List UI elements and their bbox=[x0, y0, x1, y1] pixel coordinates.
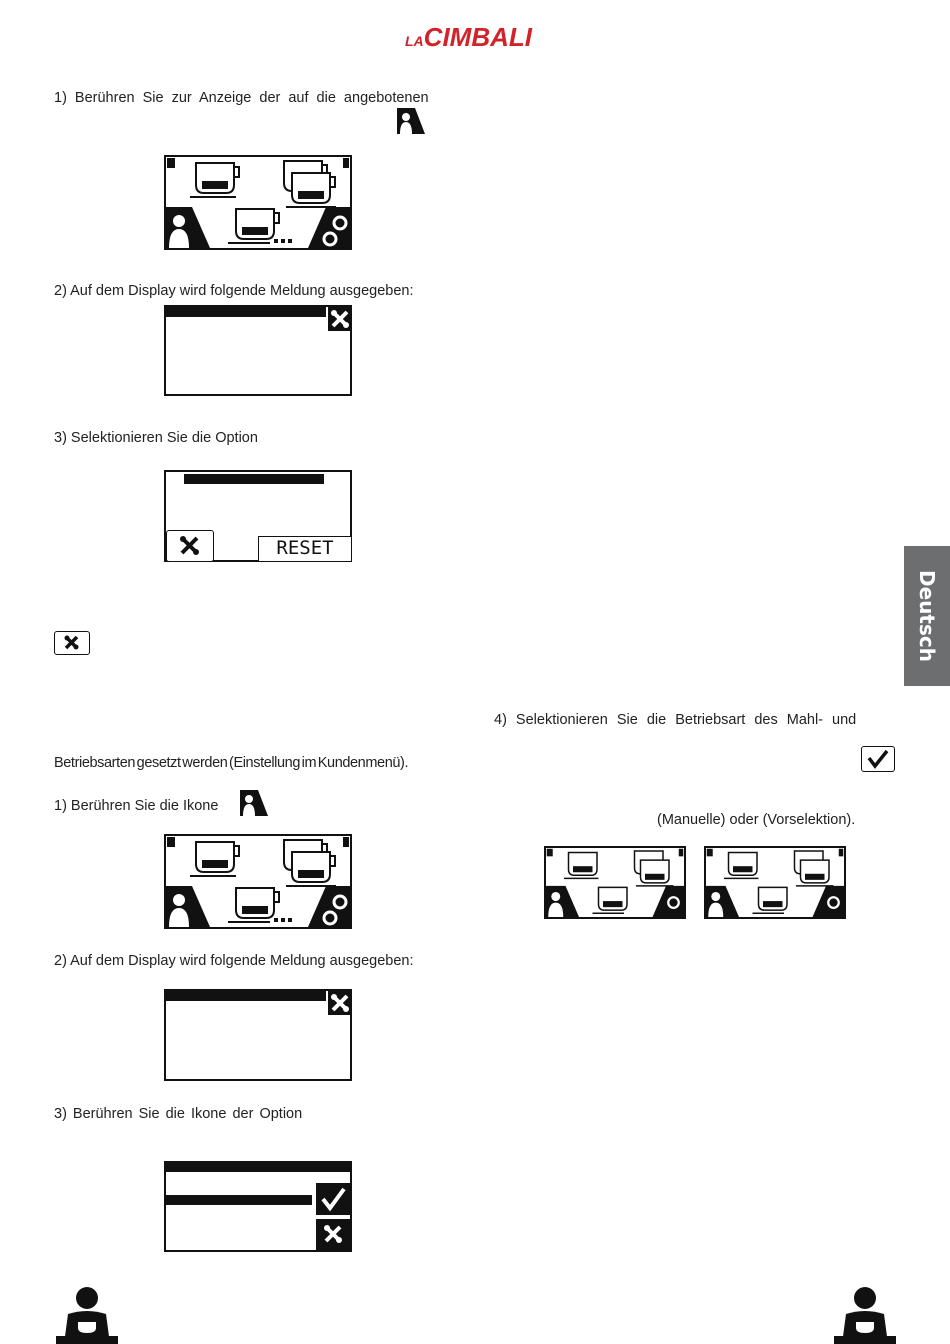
barista-icon bbox=[56, 1286, 118, 1344]
brand-prefix: LA bbox=[405, 33, 424, 49]
lcd-title-bar bbox=[166, 1163, 350, 1172]
lcd-title-bar bbox=[166, 307, 326, 317]
section1-step4: 4) Selektionieren Sie die Betriebsart de… bbox=[494, 712, 857, 728]
tools-button[interactable] bbox=[316, 1219, 350, 1250]
lcd-title-bar bbox=[184, 474, 324, 484]
lcd-message-screen bbox=[164, 989, 352, 1081]
section1-step3: 3) Selektionieren Sie die Option bbox=[54, 430, 258, 446]
reset-button[interactable]: RESET bbox=[258, 536, 352, 562]
language-tab[interactable]: Deutsch bbox=[904, 546, 950, 686]
user-icon bbox=[397, 108, 425, 134]
section2-step1: 1) Berühren Sie die Ikone bbox=[54, 798, 219, 814]
tools-icon bbox=[54, 631, 90, 655]
modes-caption: (Manuelle) oder (Vorselektion). bbox=[657, 812, 856, 828]
lcd-title-bar bbox=[166, 991, 326, 1001]
brand-name: CIMBALI bbox=[423, 22, 532, 52]
barista-icon bbox=[834, 1286, 896, 1344]
lcd-selected-row bbox=[166, 1195, 312, 1205]
lcd-home-screen bbox=[164, 155, 352, 250]
section2-intro: Betriebsarten gesetzt werden (Einstellun… bbox=[54, 755, 409, 771]
lcd-message-screen bbox=[164, 305, 352, 396]
lcd-home-screen bbox=[164, 834, 352, 929]
section1-step1: 1) Berühren Sie zur Anzeige der auf die … bbox=[54, 90, 429, 106]
language-tab-label: Deutsch bbox=[915, 570, 939, 662]
lcd-preselection-mode bbox=[704, 846, 846, 919]
section1-step2: 2) Auf dem Display wird folgende Meldung… bbox=[54, 283, 414, 299]
tools-button[interactable] bbox=[166, 530, 214, 562]
checkmark-button[interactable] bbox=[316, 1183, 350, 1215]
checkmark-icon bbox=[861, 746, 895, 772]
user-icon bbox=[240, 790, 268, 816]
section2-step3: 3) Berühren Sie die Ikone der Option bbox=[54, 1106, 303, 1122]
lcd-option-screen bbox=[164, 1161, 352, 1252]
lcd-manual-mode bbox=[544, 846, 686, 919]
section2-step2: 2) Auf dem Display wird folgende Meldung… bbox=[54, 953, 414, 969]
lcd-reset-screen: RESET bbox=[164, 470, 352, 562]
tools-icon[interactable] bbox=[328, 991, 352, 1015]
brand-logo: LACIMBALI bbox=[405, 22, 532, 53]
tools-icon[interactable] bbox=[328, 307, 352, 331]
